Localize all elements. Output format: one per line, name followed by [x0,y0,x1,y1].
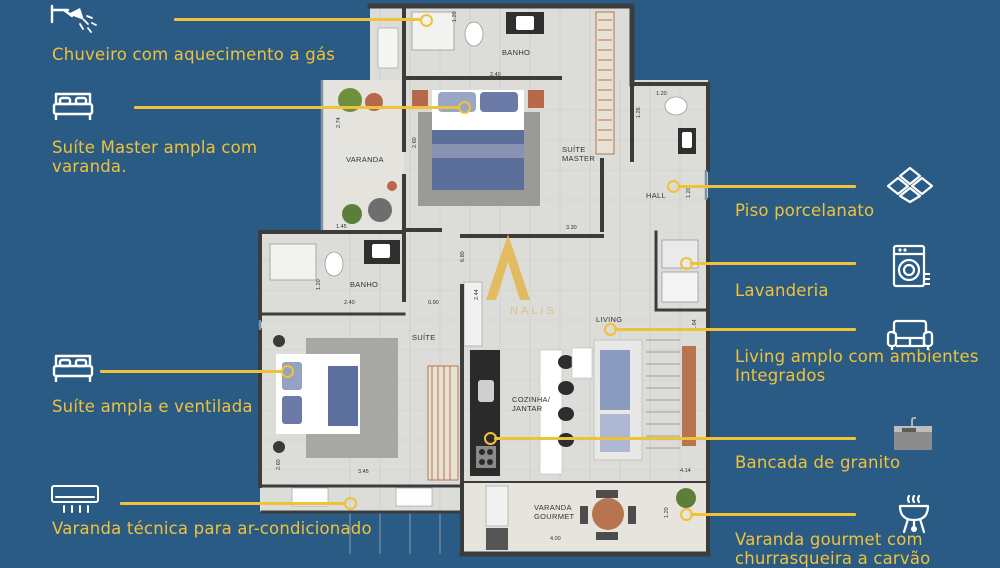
living-furniture [571,339,696,461]
double-bed-icon [52,92,94,120]
dim-label: 2.60 [276,459,282,470]
dim-label: 6.80 [460,251,466,262]
dim-label: 2.74 [336,117,342,128]
dim-label: 1.64 [692,319,698,330]
room-label-hall: HALL [646,191,666,200]
feature-text-living: Living amplo com ambientes Integrados [735,347,979,385]
room-label-cozinha: COZINHA/JANTAR [512,395,551,413]
dim-label: 2.44 [474,289,480,300]
dim-label: 1.20 [316,279,322,290]
dimension-labels: 1.20 2.40 2.74 2.60 1.20 1.26 1.20 1.45 … [276,11,698,542]
feature-text-chuveiro: Chuveiro com aquecimento a gás [52,45,336,64]
feature-text-varanda-gourmet: Varanda gourmet com churrasqueira a carv… [735,530,931,568]
dim-label: 2.40 [490,72,501,78]
room-label-varanda: VARANDA [346,155,384,164]
dim-label: 1.20 [686,187,692,198]
shower-icon [50,4,97,33]
leader-dot-piso [667,180,680,193]
countertop-icon [894,417,932,450]
dim-label: 1.20 [656,91,667,97]
sofa-icon [886,319,934,350]
feature-text-bancada: Bancada de granito [735,453,901,472]
hall-bathroom-fixtures [664,96,696,154]
watermark-text: NALIS [510,305,557,317]
leader-line-lavanderia [690,262,856,265]
washing-machine-icon [892,244,930,288]
dim-label: 2.40 [344,300,355,306]
mid-bathroom-fixtures [269,240,400,281]
double-bed-icon [52,354,94,382]
suite-wardrobe [427,365,459,481]
leader-line-varanda-gourmet [690,513,856,516]
room-label-living: LIVING [596,315,622,324]
leader-dot-varanda-gourmet [680,508,693,521]
walls [258,3,711,557]
dim-label: 3.30 [566,225,577,231]
tiles-icon [886,166,934,204]
leader-line-suite-ampla [100,370,282,373]
leader-line-varanda-tecnica [120,502,346,505]
dim-label: 0.90 [428,300,439,306]
ac-units [291,487,433,507]
dim-label: 3.45 [358,469,369,475]
feature-text-piso: Piso porcelanato [735,201,875,220]
dim-label: 1.20 [664,507,670,518]
dim-label: 1.20 [452,11,458,22]
feature-text-lavanderia: Lavanderia [735,281,829,300]
leader-dot-bancada [484,432,497,445]
leader-line-piso [678,185,856,188]
air-conditioner-icon [51,485,99,513]
leader-line-chuveiro [174,18,422,21]
gourmet-furniture [485,485,696,550]
dim-label: 4.14 [680,468,691,474]
feature-text-suite-master: Suíte Master ampla com varanda. [52,138,258,176]
dim-label: 2.60 [412,137,418,148]
master-wardrobe [595,11,615,155]
feature-text-suite-ampla: Suíte ampla e ventilada [52,397,253,416]
dim-label: 1.45 [336,224,347,230]
leader-dot-suite-master [458,101,471,114]
leader-dot-suite-ampla [281,365,294,378]
leader-line-living [614,328,856,331]
kitchen-counter [463,281,574,476]
leader-dot-varanda-tecnica [344,497,357,510]
leader-dot-chuveiro [420,14,433,27]
leader-line-bancada [494,437,856,440]
leader-dot-living [604,323,617,336]
watermark: NALIS [486,234,557,317]
feature-text-varanda-tecnica: Varanda técnica para ar-condicionado [52,519,372,538]
leader-dot-lavanderia [680,257,693,270]
dim-label: 4.00 [550,536,561,542]
room-label-suite: SUÍTE [412,333,436,342]
room-label-banho-mid: BANHO [350,280,378,289]
dim-label: 1.26 [636,107,642,118]
room-label-banho-top: BANHO [502,48,530,57]
top-bathroom-fixtures [377,11,544,69]
barbecue-grill-icon [898,494,930,534]
leader-line-suite-master [134,106,460,109]
